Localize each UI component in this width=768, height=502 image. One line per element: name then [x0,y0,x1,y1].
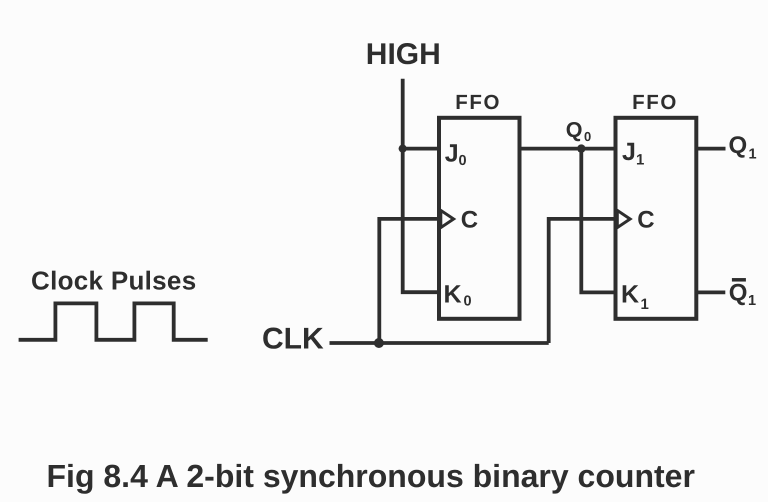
svg-text:1: 1 [749,146,757,162]
svg-text:CLK: CLK [262,323,324,356]
svg-text:1: 1 [641,296,649,313]
svg-text:J: J [622,138,636,166]
svg-text:FFO: FFO [632,91,678,114]
svg-text:Clock Pulses: Clock Pulses [31,266,196,296]
svg-text:Q: Q [729,280,748,307]
svg-text:0: 0 [459,153,467,169]
svg-text:K: K [621,281,639,309]
svg-text:Q: Q [566,118,583,142]
svg-text:HIGH: HIGH [366,38,441,71]
svg-text:K: K [444,281,462,309]
svg-text:0: 0 [464,294,472,310]
svg-text:0: 0 [584,129,591,144]
svg-text:FFO: FFO [455,91,501,114]
svg-text:C: C [461,207,478,234]
svg-text:1: 1 [636,152,644,169]
svg-text:Q: Q [729,132,748,159]
svg-text:J: J [445,140,459,168]
svg-text:Fig 8.4 A 2-bit synchronous bi: Fig 8.4 A 2-bit synchronous binary count… [47,458,695,494]
svg-text:C: C [637,207,654,234]
svg-text:1: 1 [748,293,756,309]
